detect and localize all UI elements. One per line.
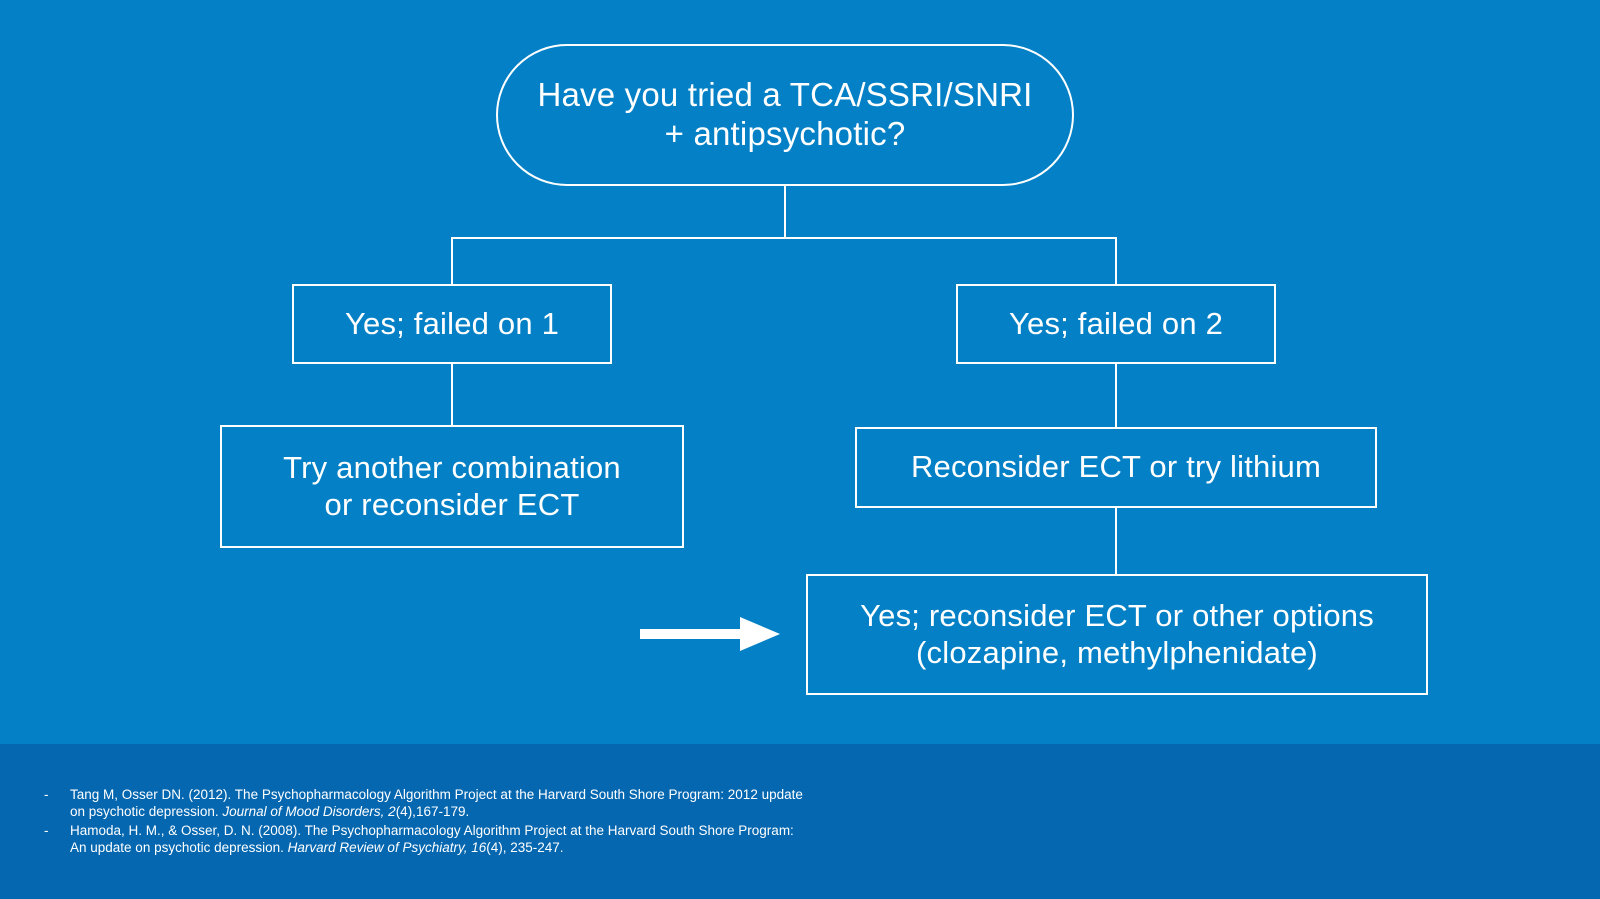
reference-bullet: - [44, 787, 49, 802]
node-reconsider-ect-or-lithium[interactable]: Reconsider ECT or try lithium [855, 427, 1377, 508]
node-yes-failed-on-1[interactable]: Yes; failed on 1 [292, 284, 612, 364]
connector-reconsider-ect-to-yes-reconsider [1115, 508, 1117, 575]
flowchart: Have you tried a TCA/SSRI/SNRI + antipsy… [220, 44, 1428, 695]
reference-text: Tang M, Osser DN. (2012). The Psychophar… [70, 786, 964, 820]
reference-text: Hamoda, H. M., & Osser, D. N. (2008). Th… [70, 822, 964, 856]
node-yes-reconsider-line2: (clozapine, methylphenidate) [916, 634, 1318, 670]
connector-horizontal-bus [451, 237, 1117, 239]
reference-line1: Tang M, Osser DN. (2012). The Psychophar… [70, 787, 803, 802]
node-yes-failed-on-2[interactable]: Yes; failed on 2 [956, 284, 1276, 364]
reference-line2-post: (4), 235-247. [486, 840, 564, 856]
footer-bar: - Tang M, Osser DN. (2012). The Psychoph… [0, 744, 1600, 899]
reference-line2-pre: on psychotic depression. [70, 804, 223, 820]
references-list: - Tang M, Osser DN. (2012). The Psychoph… [44, 786, 964, 859]
node-yes-reconsider-line1: Yes; reconsider ECT or other options [860, 597, 1374, 633]
connector-yes2-to-reconsider-ect [1115, 364, 1117, 428]
node-root-line1: Have you tried a TCA/SSRI/SNRI [537, 76, 1033, 114]
node-root-question[interactable]: Have you tried a TCA/SSRI/SNRI + antipsy… [496, 44, 1074, 186]
node-yes2-label: Yes; failed on 2 [1008, 305, 1224, 341]
right-arrow-icon [640, 617, 780, 651]
reference-line2-pre: An update on psychotic depression. [70, 840, 288, 856]
node-try-another-line1: Try another combination [283, 449, 621, 485]
node-try-another-line2: or reconsider ECT [324, 486, 580, 522]
node-yes-reconsider-ect-other-options[interactable]: Yes; reconsider ECT or other options (cl… [806, 574, 1428, 695]
node-try-another-combination[interactable]: Try another combination or reconsider EC… [220, 425, 684, 548]
reference-line2-post: (4),167-179. [395, 804, 470, 820]
connector-yes1-to-try-another [451, 364, 453, 426]
node-yes1-label: Yes; failed on 1 [344, 305, 560, 341]
reference-item: - Hamoda, H. M., & Osser, D. N. (2008). … [44, 822, 964, 856]
node-reconsider-ect-label: Reconsider ECT or try lithium [910, 449, 1322, 485]
connector-bus-to-yes2 [1115, 237, 1117, 285]
connector-root-stem [784, 186, 786, 238]
reference-line2-italic: Harvard Review of Psychiatry, 16 [287, 840, 487, 856]
reference-line1: Hamoda, H. M., & Osser, D. N. (2008). Th… [70, 823, 794, 839]
reference-line2-italic: Journal of Mood Disorders, 2 [222, 804, 396, 820]
reference-item: - Tang M, Osser DN. (2012). The Psychoph… [44, 786, 964, 820]
connector-bus-to-yes1 [451, 237, 453, 285]
node-root-line2: + antipsychotic? [664, 115, 906, 152]
reference-bullet: - [44, 823, 49, 839]
